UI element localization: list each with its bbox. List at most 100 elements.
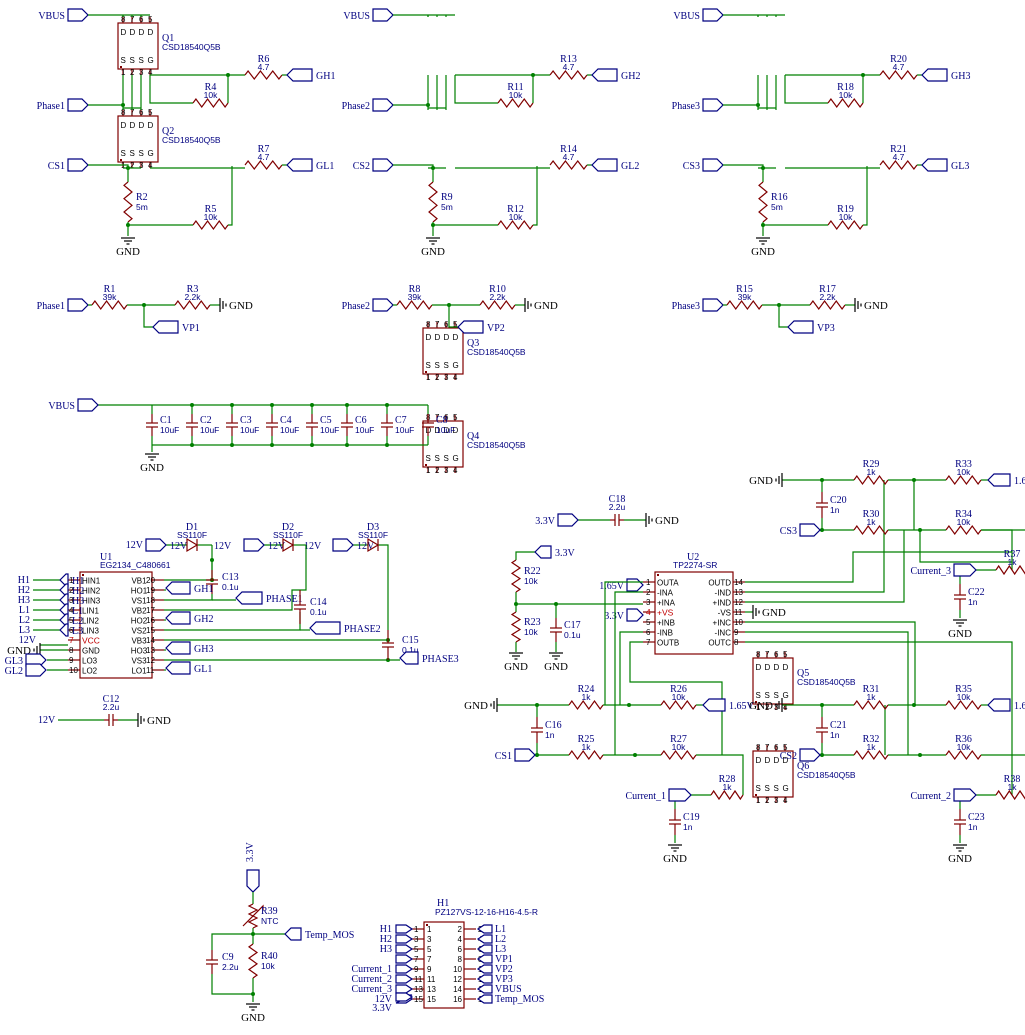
port-shape bbox=[165, 661, 191, 675]
port-phase: PHASE2 bbox=[309, 621, 381, 635]
pin-number: 4 bbox=[453, 466, 458, 475]
pin-number: 11 bbox=[427, 975, 436, 984]
pin-name: S bbox=[130, 56, 135, 65]
current-sense-channel bbox=[497, 581, 744, 843]
pin-number: 7 bbox=[414, 955, 419, 964]
diode-body bbox=[186, 537, 199, 553]
resistor-value: 10k bbox=[524, 576, 538, 586]
net-label: L1 bbox=[19, 605, 30, 616]
port-label: 12V bbox=[357, 541, 375, 552]
port-shape bbox=[372, 98, 394, 112]
port-3v3: 3.3V bbox=[604, 608, 644, 622]
pin-number: 4 bbox=[148, 161, 153, 170]
wire bbox=[745, 530, 905, 603]
pin-number: 4 bbox=[69, 606, 74, 615]
cap-ref: C2 bbox=[200, 415, 212, 426]
pin-number: 6 bbox=[69, 626, 74, 635]
resistor-value: 1k bbox=[1008, 782, 1018, 792]
port-label: L1 bbox=[495, 924, 506, 935]
pin-name: D bbox=[774, 663, 780, 672]
resistor-body bbox=[809, 299, 846, 311]
port-shape bbox=[77, 398, 99, 412]
resistor-value: 4.7 bbox=[563, 62, 575, 72]
port-label: VBUS bbox=[673, 11, 700, 22]
port-label: H1 bbox=[380, 924, 392, 935]
pin-number: 8 bbox=[426, 320, 431, 329]
port-phase: Phase2 bbox=[342, 98, 394, 112]
ground-label: GND bbox=[421, 246, 445, 258]
port-label: Current_3 bbox=[351, 984, 392, 995]
port-label: 3.3V bbox=[535, 516, 556, 527]
resistor-ref: R32 bbox=[863, 734, 880, 745]
resistor-ref: R4 bbox=[205, 82, 217, 93]
junction-dot bbox=[310, 403, 314, 407]
port-label: H3 bbox=[380, 944, 392, 955]
port-shape bbox=[987, 473, 1011, 487]
pin-number: 2 bbox=[130, 68, 135, 77]
port-shape bbox=[284, 927, 302, 941]
pin-number: 7 bbox=[130, 108, 135, 117]
resistor-body bbox=[123, 181, 133, 223]
mosfet-part: CSD18540Q5B bbox=[162, 42, 221, 52]
diode-part: SS110F bbox=[358, 530, 388, 540]
port-label: H3 bbox=[72, 596, 84, 607]
pin-number: 15 bbox=[414, 995, 423, 1004]
ground-label: GND bbox=[147, 715, 171, 727]
pin-number: 2 bbox=[765, 703, 770, 712]
net-label: 12V bbox=[19, 635, 37, 646]
ground-label: GND bbox=[544, 661, 568, 673]
pin-name: HIN1 bbox=[82, 577, 101, 586]
resistor-ref: R37 bbox=[1004, 549, 1021, 560]
pin-name: D bbox=[435, 333, 441, 342]
port-label: Current_1 bbox=[625, 791, 666, 802]
pin-name: VB1 bbox=[131, 577, 147, 586]
port-label: CS3 bbox=[683, 161, 700, 172]
junction-dot bbox=[251, 992, 255, 996]
junction-dot bbox=[190, 443, 194, 447]
port-vref: 1.65V bbox=[987, 698, 1025, 712]
resistor-body bbox=[660, 699, 697, 711]
junction-dot bbox=[385, 443, 389, 447]
diode-part: SS110F bbox=[177, 530, 207, 540]
resistor-ref: R7 bbox=[258, 144, 270, 155]
resistor-value: 5m bbox=[441, 202, 453, 212]
pin-name: S bbox=[130, 149, 135, 158]
pin-number: 5 bbox=[69, 616, 74, 625]
pin-number: 11 bbox=[146, 666, 155, 675]
port-current-sense: CS1 bbox=[48, 158, 89, 172]
pin-number: 8 bbox=[69, 646, 74, 655]
port-shape bbox=[702, 98, 724, 112]
port-shape bbox=[286, 158, 313, 172]
pin-number: 7 bbox=[130, 15, 135, 24]
port-phase: PHASE1 bbox=[235, 591, 303, 605]
resistor-ref: R21 bbox=[890, 144, 907, 155]
cap-value: 10uF bbox=[436, 425, 455, 435]
resistor-body bbox=[660, 749, 697, 761]
header-body bbox=[423, 921, 465, 1009]
port-current-sense: CS2 bbox=[353, 158, 394, 172]
pin1-mark bbox=[426, 924, 428, 926]
pin-number: 4 bbox=[783, 703, 788, 712]
pin-name: S bbox=[765, 784, 770, 793]
resistor-value: 10k bbox=[509, 212, 523, 222]
pin-name: -INC bbox=[715, 629, 732, 638]
current-sense-channel bbox=[745, 621, 1025, 843]
pin-number: 1 bbox=[427, 925, 432, 934]
ground-symbol: GND bbox=[544, 652, 568, 673]
pin-name: D bbox=[783, 663, 789, 672]
port-phase: Phase1 bbox=[37, 98, 89, 112]
pin-number: 5 bbox=[148, 108, 153, 117]
pin-name: D bbox=[130, 121, 136, 130]
port-current-out: Current_1 bbox=[625, 788, 692, 802]
port-label: 3.3V bbox=[555, 548, 576, 559]
bulk-capacitor-bank bbox=[98, 403, 429, 452]
